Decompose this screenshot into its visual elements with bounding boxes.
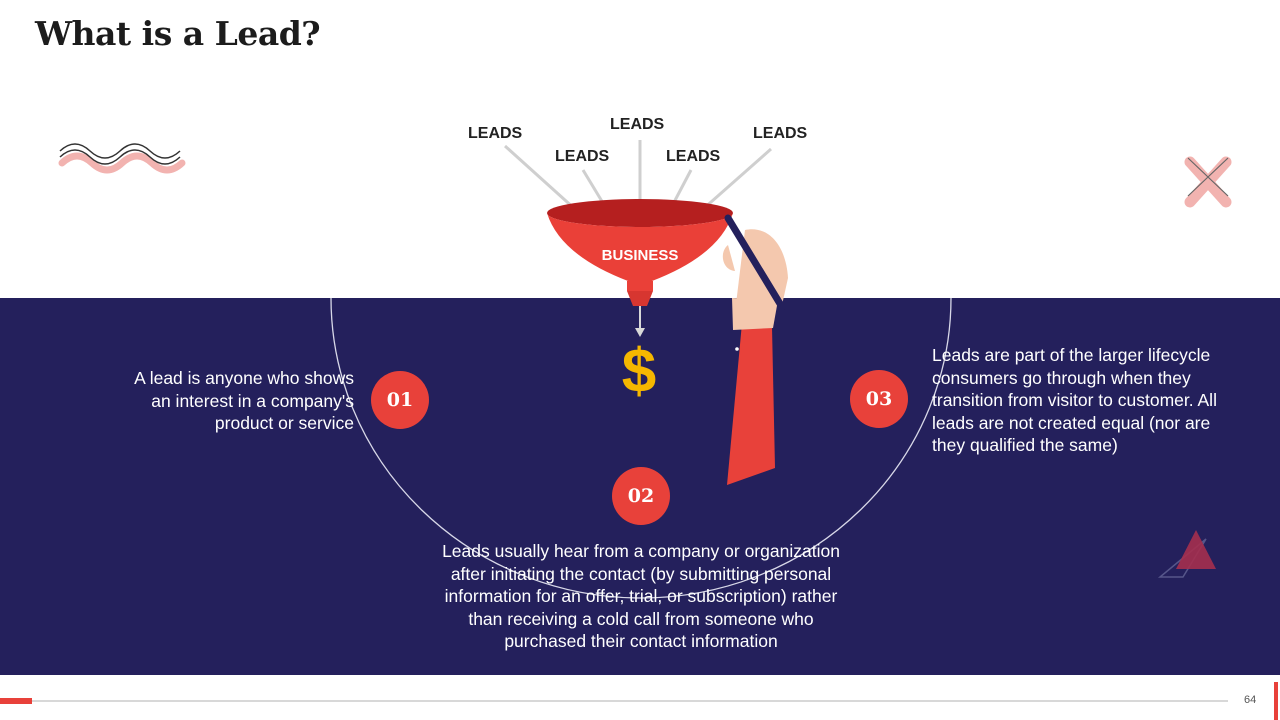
text-line: transition from visitor to customer. All: [932, 390, 1217, 410]
timeline-arc: [330, 297, 952, 599]
point-text-01: A lead is anyone who shows an interest i…: [90, 367, 354, 435]
text-line: purchased their contact information: [504, 631, 778, 651]
footer-accent-bar: [0, 698, 32, 704]
dollar-icon: $: [621, 337, 657, 406]
text-line: A lead is anyone who shows: [134, 368, 354, 388]
text-line: information for an offer, trial, or subs…: [444, 586, 838, 606]
point-badge-01: 01: [371, 371, 429, 429]
text-line: consumers go through when they: [932, 367, 1191, 388]
lead-label: LEADS: [753, 125, 808, 142]
text-line: leads are not created equal (nor are: [932, 412, 1211, 433]
text-line: Leads are part of the larger lifecycle: [932, 345, 1211, 365]
text-line: they qualified the same): [932, 435, 1118, 455]
lead-label: LEADS: [555, 148, 610, 165]
page-number: 64: [1244, 694, 1257, 706]
funnel-icon: [547, 199, 733, 306]
footer-right-bar: [1274, 682, 1278, 720]
point-badge-03: 03: [850, 370, 908, 428]
wave-decor-icon: [58, 143, 186, 174]
point-text-03: Leads are part of the larger lifecycle c…: [932, 344, 1252, 457]
funnel-output-arrow: [635, 306, 645, 337]
text-line: Leads usually hear from a company or org…: [442, 541, 840, 561]
text-line: than receiving a cold call from someone …: [468, 608, 814, 629]
point-badge-02: 02: [612, 467, 670, 525]
pen-icon: [724, 214, 786, 311]
triangle-decor-icon: [1157, 530, 1216, 578]
text-line: an interest in a company's: [151, 390, 354, 411]
slide-title: What is a Lead?: [35, 14, 321, 53]
text-line: after initiating the contact (by submitt…: [450, 563, 832, 584]
cross-decor-icon: [1184, 156, 1232, 208]
lead-label: LEADS: [468, 125, 523, 142]
point-text-02: Leads usually hear from a company or org…: [406, 540, 876, 653]
lead-label: LEADS: [666, 148, 721, 165]
lead-label: LEADS: [610, 116, 665, 133]
text-line: product or service: [214, 413, 354, 433]
funnel-label: BUSINESS: [601, 247, 679, 264]
